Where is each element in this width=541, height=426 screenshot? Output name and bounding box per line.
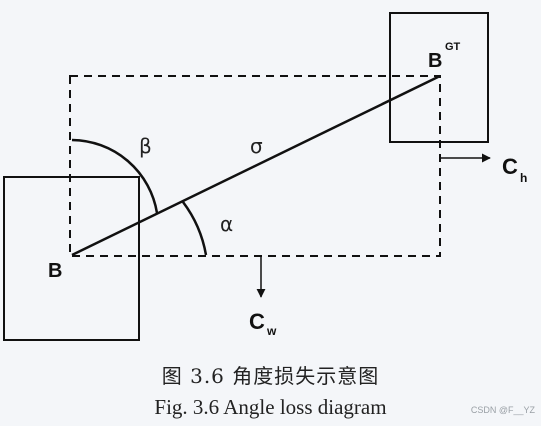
label-alpha: α bbox=[220, 212, 233, 236]
label-bgt: B bbox=[428, 50, 442, 72]
label-ch: C bbox=[502, 154, 518, 179]
center-distance-line bbox=[71, 74, 441, 257]
label-ch-subscript: h bbox=[520, 171, 527, 185]
label-beta: β bbox=[139, 134, 152, 158]
label-bgt-superscript: GT bbox=[445, 41, 461, 53]
caption-english: Fig. 3.6 Angle loss diagram bbox=[154, 395, 387, 419]
predicted-box bbox=[3, 176, 140, 341]
alpha-arc bbox=[182, 201, 208, 256]
label-sigma: σ bbox=[250, 134, 263, 158]
enclosing-dashed-rect bbox=[69, 75, 441, 257]
beta-arc bbox=[71, 138, 159, 214]
label-b: B bbox=[48, 260, 62, 282]
label-cw: C bbox=[249, 309, 265, 334]
watermark: CSDN @F__YZ bbox=[470, 405, 535, 415]
label-cw-subscript: w bbox=[266, 324, 277, 338]
caption-chinese: 图 3.6 角度损失示意图 bbox=[161, 364, 380, 388]
ground-truth-box bbox=[389, 12, 489, 143]
